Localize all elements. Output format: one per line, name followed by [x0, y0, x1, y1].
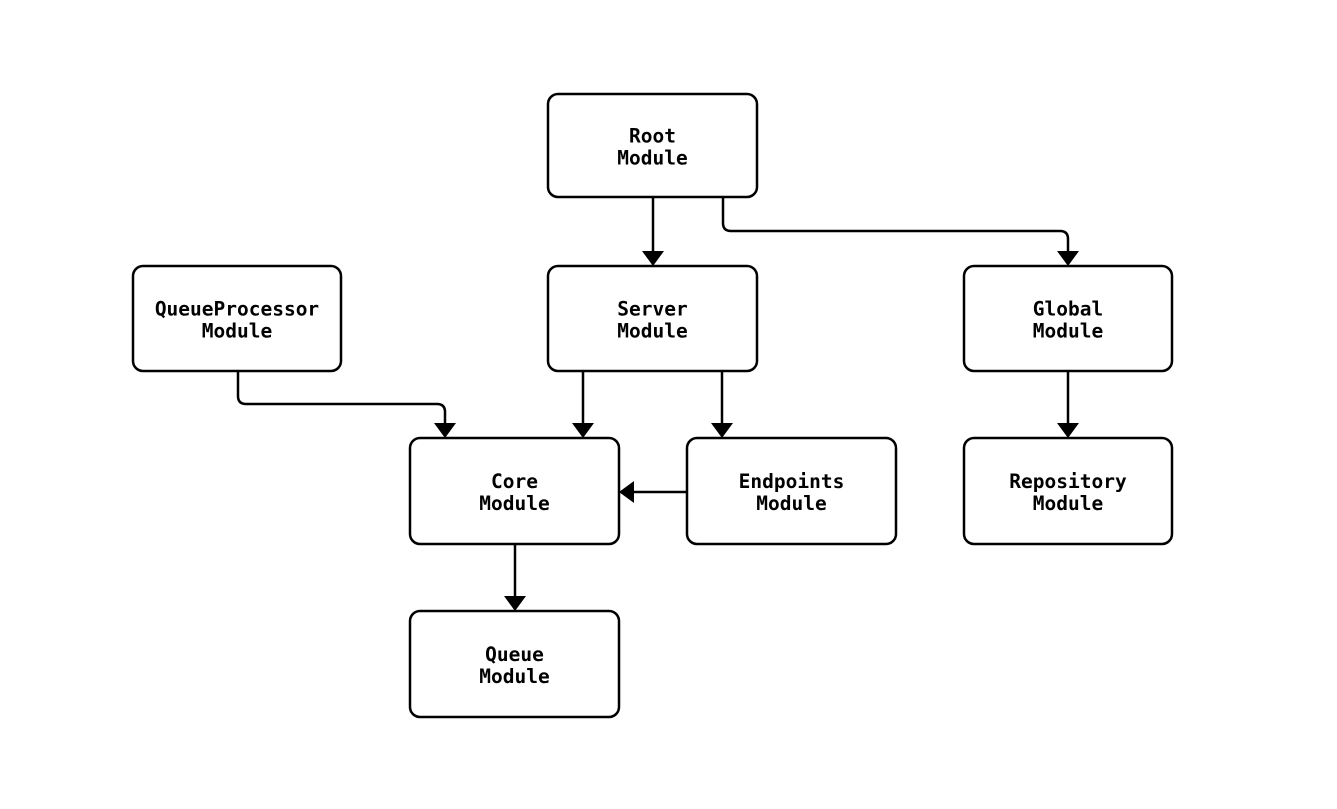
edge-server-to-core	[572, 371, 594, 438]
edge-core-to-queue	[504, 544, 526, 611]
edge-queueprocessor-to-core	[236, 371, 456, 438]
edge-line-root-to-global	[721, 197, 1070, 253]
arrowhead-icon	[572, 423, 594, 438]
edge-root-to-global	[721, 197, 1079, 266]
node-box-queueprocessor	[131, 264, 343, 373]
node-box-queue	[408, 609, 621, 719]
edge-global-to-repository	[1057, 371, 1079, 438]
arrowhead-icon	[434, 423, 456, 438]
node-box-endpoints	[685, 436, 898, 546]
edge-line-queueprocessor-to-core	[236, 371, 447, 425]
arrowhead-icon	[1057, 251, 1079, 266]
edge-endpoints-to-core	[619, 481, 687, 503]
arrowhead-icon	[1057, 423, 1079, 438]
edge-server-to-endpoints	[711, 371, 733, 438]
edge-root-to-server	[642, 197, 664, 266]
arrowhead-icon	[711, 423, 733, 438]
node-box-root	[546, 92, 759, 199]
node-box-server	[546, 264, 759, 373]
arrowhead-icon	[504, 596, 526, 611]
arrowhead-icon	[642, 251, 664, 266]
node-box-core	[408, 436, 621, 546]
node-box-repository	[962, 436, 1174, 546]
arrowhead-icon	[619, 481, 634, 503]
node-box-global	[962, 264, 1174, 373]
